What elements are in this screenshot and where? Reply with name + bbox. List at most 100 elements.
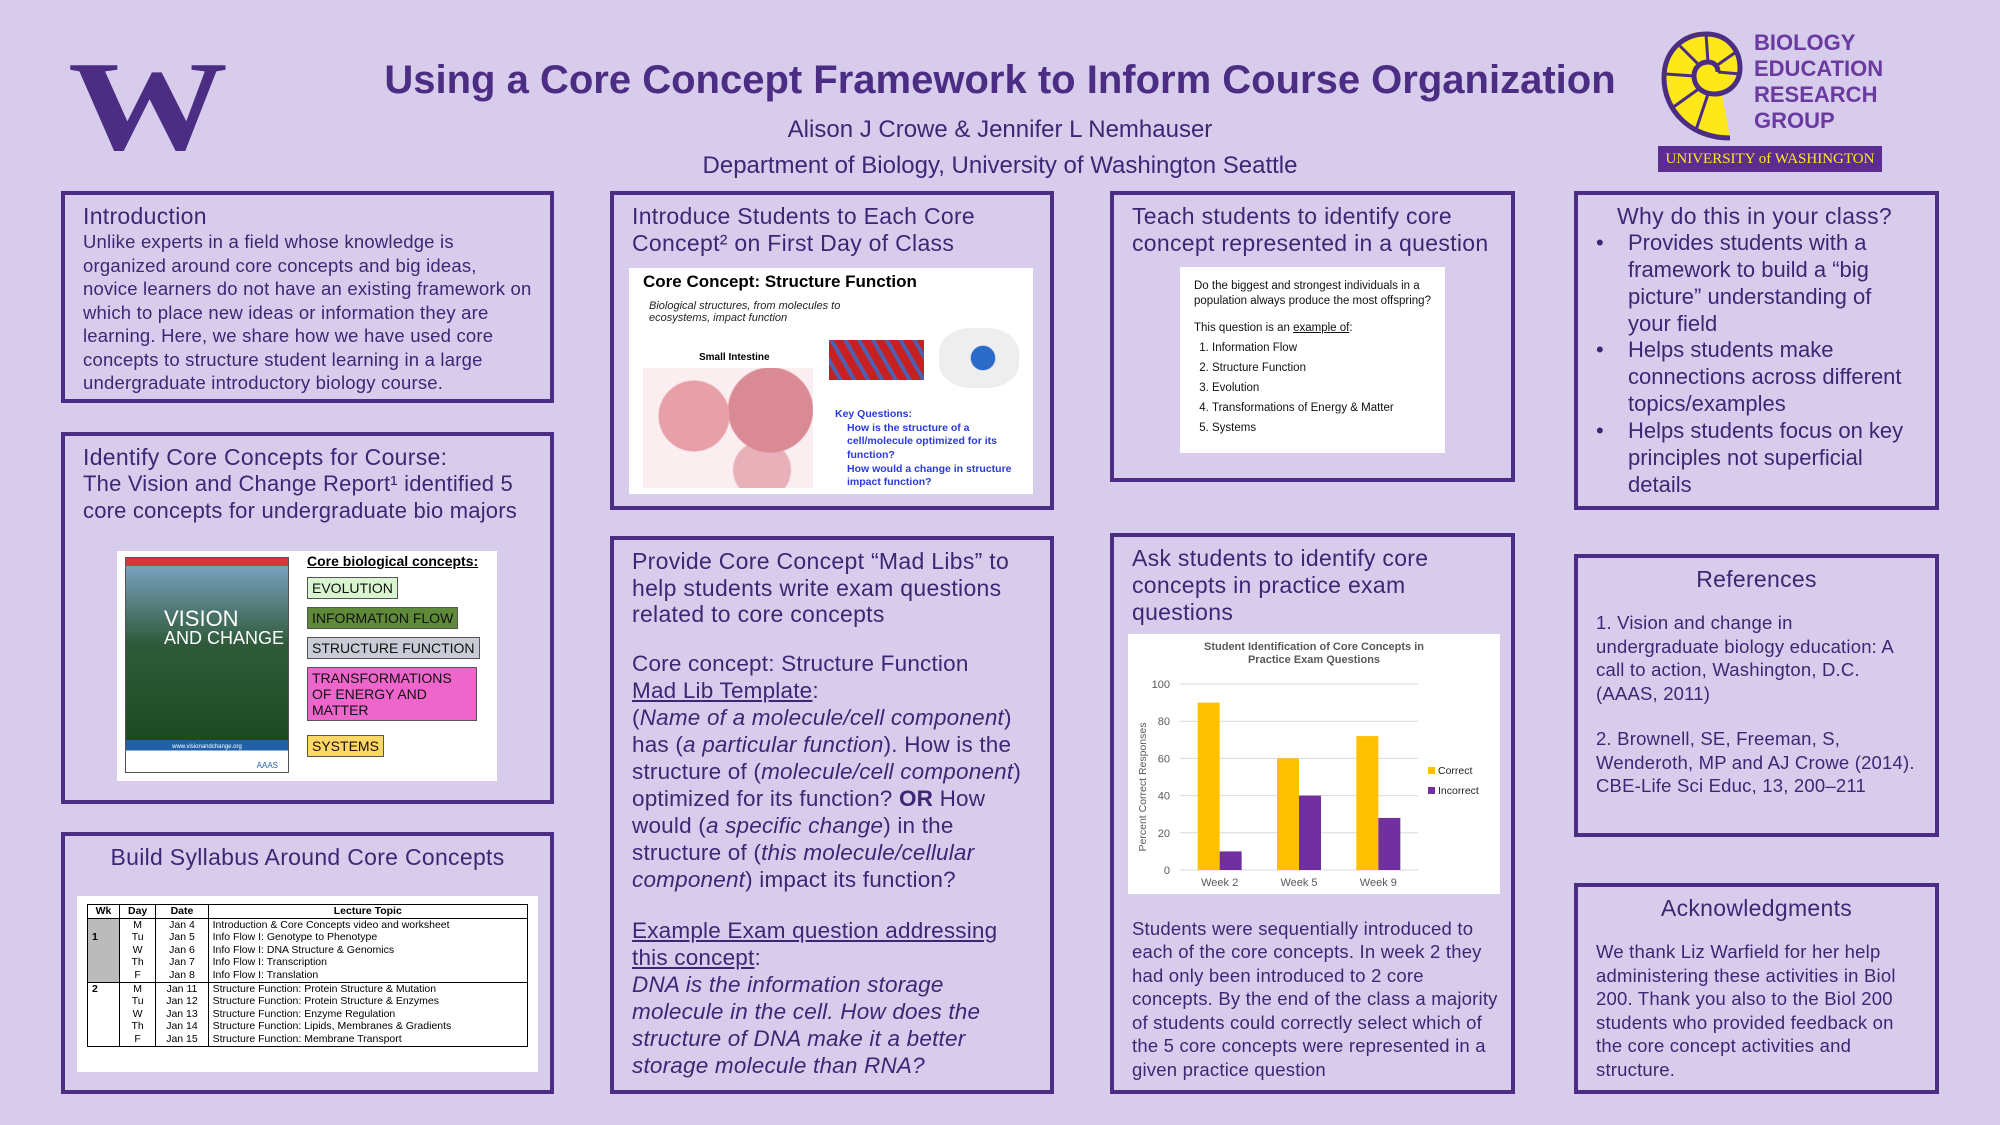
week-cell [87,968,120,983]
madlib-template: (Name of a molecule/cell component) has … [632,705,1022,893]
panel-title: Identify Core Concepts for Course: [83,444,448,470]
why-item: Provides students with a framework to bu… [1592,230,1917,337]
topic-cell: Info Flow I: Genotype to Phenotype [207,931,529,944]
quiz-option: Evolution [1212,381,1431,396]
cover-subtitle: AND CHANGE [164,628,285,648]
week-cell [87,1007,120,1021]
bar-correct [1277,758,1299,870]
topic-cell: Introduction & Core Concepts video and w… [207,918,529,932]
bar-incorrect [1219,851,1242,870]
date-cell: Jan 14 [155,1020,209,1033]
date-cell: Jan 15 [155,1032,209,1047]
uw-banner: UNIVERSITY of WASHINGTON [1658,146,1882,172]
day-cell: F [118,1032,157,1047]
syllabus-panel: Build Syllabus Around Core Concepts Wk D… [61,832,554,1094]
date-cell: Jan 13 [155,1007,209,1021]
week-cell [87,918,120,932]
panel-title: Ask students to identify core concepts i… [1132,545,1429,626]
ask-body: Students were sequentially introduced to… [1132,918,1498,1080]
why-item: Helps students focus on key principles n… [1592,418,1917,498]
ack-body: We thank Liz Warfield for her help admin… [1596,941,1896,1080]
x-tick-label: Week 2 [1201,877,1238,889]
quiz-option: Information Flow [1212,341,1431,356]
legend-label: Incorrect [1438,785,1479,797]
bar-correct [1356,736,1379,870]
key-question: How is the structure of a cell/molecule … [847,421,997,461]
madlib-content: Core concept: Structure Function Mad Lib… [632,650,1032,1079]
concept-structure-function: STRUCTURE FUNCTION [307,637,480,659]
chart-title-line2: Practice Exam Questions [1248,654,1380,666]
authors: Alison J Crowe & Jennifer L Nemhauser [787,116,1213,143]
panel-title: References [1696,566,1817,592]
bar-correct [1197,702,1220,870]
cover-url: www.visionandchange.org [172,744,242,750]
logo-line: EDUCATION [1754,56,1884,81]
y-tick-label: 20 [1158,828,1170,840]
week-cell [87,995,120,1008]
bar-incorrect [1299,795,1321,870]
uw-w-logo: W [68,35,228,177]
topic-cell: Structure Function: Protein Structure & … [207,995,529,1008]
cover-title: VISION [164,606,239,631]
introduction-panel: Introduction Unlike experts in a field w… [61,191,554,403]
why-panel: Why do this in your class? Provides stud… [1574,191,1939,510]
poster-title: Using a Core Concept Framework to Inform… [384,58,1616,102]
date-cell: Jan 7 [155,956,209,969]
panel-title: Teach students to identify core concept … [1132,203,1489,257]
topic-cell: Structure Function: Lipids, Membranes & … [207,1020,529,1033]
week-cell [87,1032,120,1047]
panel-title: Introduction [83,203,207,229]
bar-incorrect [1378,817,1401,870]
legend-label: Correct [1438,765,1473,777]
concept-evolution: EVOLUTION [307,577,398,599]
week-cell: 2 [87,982,120,996]
example-label: Example Exam question addressing this co… [632,918,998,971]
quiz-option: Structure Function [1212,361,1431,376]
madlibs-panel: Provide Core Concept “Mad Libs” to help … [610,536,1054,1094]
week-cell [87,956,120,969]
structure-function-slide: Core Concept: Structure Function Biologi… [629,268,1033,494]
day-cell: Th [118,956,157,969]
y-tick-label: 80 [1158,716,1170,728]
quiz-prompt: This question is an example of: [1194,321,1353,334]
identify-body: The Vision and Change Report¹ identified… [83,471,517,523]
topic-cell: Structure Function: Membrane Transport [207,1032,529,1047]
teach-panel: Teach students to identify core concept … [1110,191,1515,482]
panel-title: Why do this in your class? [1617,203,1892,229]
concepts-heading: Core biological concepts: [307,553,479,569]
day-cell: M [118,918,157,932]
day-cell: Tu [118,995,157,1008]
reference-item: 2. Brownell, SE, Freeman, S, Wenderoth, … [1596,728,1915,797]
y-tick-label: 100 [1152,679,1170,691]
x-tick-label: Week 9 [1360,877,1397,889]
intestine-diagram [643,368,813,488]
panel-title: Provide Core Concept “Mad Libs” to help … [632,548,1010,628]
y-tick-label: 60 [1158,753,1170,765]
col-header: Date [155,904,209,919]
quiz-options: Information Flow Structure Function Evol… [1194,341,1431,436]
concept-information-flow: INFORMATION FLOW [307,607,459,629]
week-cell [87,1020,120,1033]
berg-logo: BIOLOGY EDUCATION RESEARCH GROUP UNIVERS… [1656,28,1896,174]
col-header: Day [118,904,157,919]
y-tick-label: 0 [1164,865,1170,877]
day-cell: F [118,968,157,983]
panel-title: Build Syllabus Around Core Concepts [110,844,505,870]
reference-item: 1. Vision and change in undergraduate bi… [1596,612,1893,704]
why-item: Helps students make connections across d… [1592,337,1917,417]
logo-line: GROUP [1754,108,1835,133]
introduce-panel: Introduce Students to Each Core Concept²… [610,191,1054,510]
quiz-figure: Do the biggest and strongest individuals… [1180,267,1445,453]
day-cell: W [118,1007,157,1021]
logo-line: BIOLOGY [1754,30,1856,55]
quiz-question: Do the biggest and strongest individuals… [1194,280,1431,307]
x-tick-label: Week 5 [1280,877,1317,889]
day-cell: Th [118,1020,157,1033]
date-cell: Jan 11 [155,982,209,996]
y-tick-label: 40 [1158,791,1170,803]
